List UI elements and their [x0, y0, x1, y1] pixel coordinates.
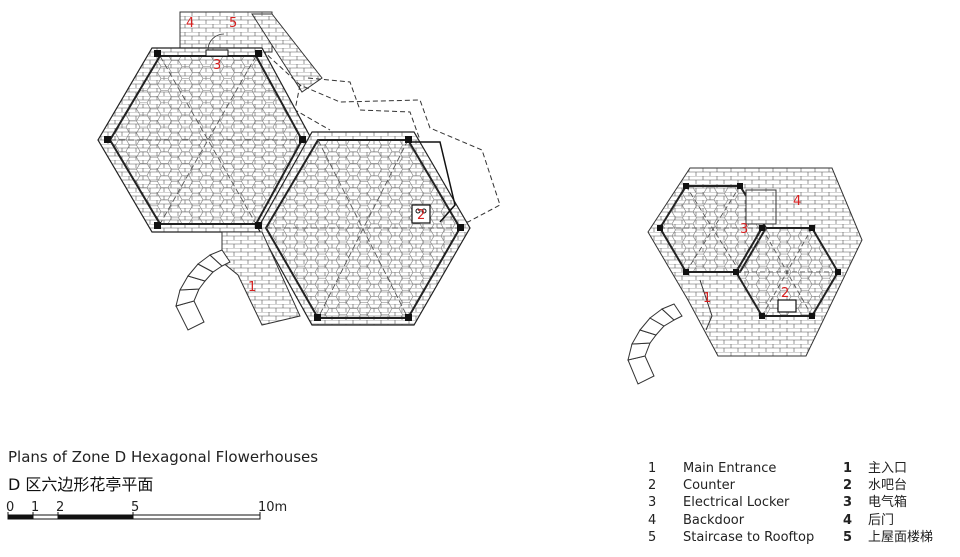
- legend-num-cn: 4: [843, 512, 853, 528]
- legend-num-cn: 5: [843, 529, 853, 545]
- title-english: Plans of Zone D Hexagonal Flowerhouses: [8, 448, 319, 466]
- scale-tick-10m: 10m: [258, 500, 288, 515]
- legend-num-cn: 2: [843, 478, 853, 494]
- scale-bar: [7, 512, 261, 520]
- stair-right: [745, 189, 777, 225]
- legend-label-cn: 后门: [868, 512, 895, 528]
- legend-label-en: Backdoor: [683, 512, 745, 528]
- plan-label-counter-right: 2: [781, 286, 789, 301]
- plan-label-locker-left: 3: [213, 58, 221, 73]
- legend-label-en: Counter: [683, 478, 735, 494]
- legend-chinese: 主入口 水吧台 电气箱 后门 上屋面楼梯: [868, 460, 958, 546]
- legend-numbers-cn: 1 2 3 4 5: [843, 460, 863, 546]
- counter-right: [777, 299, 797, 313]
- plan-label-entrance-left: 1: [248, 280, 256, 295]
- plan-label-backdoor-left: 4: [186, 16, 194, 31]
- right-plan: 1 2 3 4: [627, 167, 863, 385]
- scale-tick-5: 5: [131, 500, 140, 515]
- legend-english: Main Entrance Counter Electrical Locker …: [683, 460, 843, 546]
- legend-num: 5: [648, 529, 657, 545]
- curved-steps-left: [175, 249, 231, 331]
- legend-num: 3: [648, 495, 657, 511]
- left-plan: 1 2 3 4 5: [97, 11, 501, 331]
- legend-num-cn: 1: [843, 461, 853, 476]
- scale-tick-2: 2: [56, 500, 65, 515]
- legend-num: 1: [648, 461, 657, 476]
- scale-tick-1: 1: [31, 500, 40, 515]
- rooftop-stair-left: [251, 13, 323, 93]
- legend-label-en: Staircase to Rooftop: [683, 529, 815, 545]
- legend-num-cn: 3: [843, 495, 853, 511]
- plan-label-entrance-right: 1: [703, 291, 711, 306]
- legend-label-cn: 主入口: [868, 461, 908, 476]
- legend-numbers-en: 1 2 3 4 5: [648, 460, 668, 546]
- plan-label-staircase-left: 5: [229, 16, 237, 31]
- legend-label-en: Electrical Locker: [683, 495, 790, 511]
- scale-tick-0: 0: [6, 500, 15, 515]
- legend-label-en: Main Entrance: [683, 461, 777, 476]
- legend-num: 2: [648, 478, 657, 494]
- legend-label-cn: 上屋面楼梯: [868, 529, 934, 545]
- curved-steps-right: [627, 303, 683, 385]
- legend-num: 4: [648, 512, 657, 528]
- plan-label-counter-left: 2: [417, 208, 425, 223]
- plan-label-backdoor-right: 4: [793, 194, 801, 209]
- plan-label-locker-right: 3: [740, 222, 748, 237]
- legend-label-cn: 电气箱: [868, 495, 908, 511]
- legend-label-cn: 水吧台: [868, 478, 908, 494]
- title-chinese: D 区六边形花亭平面: [8, 475, 154, 494]
